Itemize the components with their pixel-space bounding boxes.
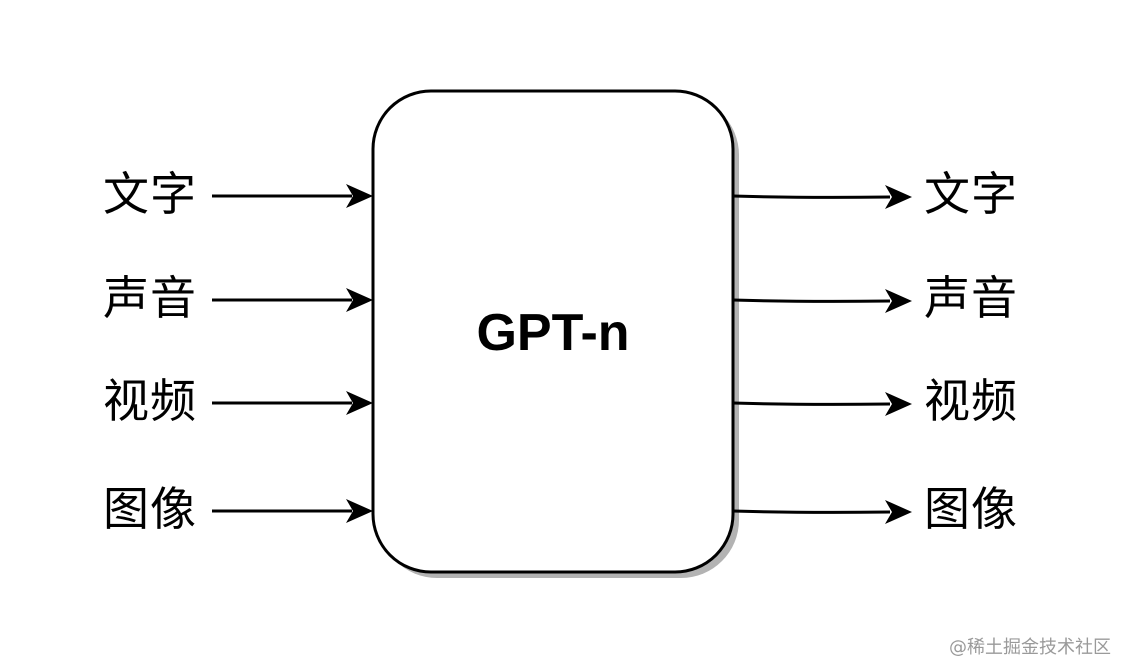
output-label-audio: 声音 [924, 271, 1018, 325]
output-arrows [732, 185, 912, 524]
output-label-image: 图像 [924, 482, 1018, 536]
output-label-video: 视频 [924, 374, 1018, 428]
watermark: @稀土掘金技术社区 [949, 637, 1111, 658]
model-label: GPT-n [476, 304, 630, 362]
input-arrow-audio [212, 288, 373, 312]
model-box [371, 89, 735, 574]
output-label-text: 文字 [924, 167, 1018, 221]
input-label-video: 视频 [103, 374, 197, 428]
output-arrow-image [732, 500, 912, 524]
input-arrows [212, 184, 373, 523]
output-arrow-video [732, 392, 912, 416]
input-arrow-text [212, 184, 373, 208]
input-label-audio: 声音 [103, 271, 197, 325]
output-arrow-text [732, 185, 912, 209]
input-label-text: 文字 [103, 167, 197, 221]
output-arrow-audio [732, 289, 912, 313]
input-arrow-video [212, 391, 373, 415]
input-arrow-image [212, 499, 373, 523]
input-label-image: 图像 [103, 482, 197, 536]
